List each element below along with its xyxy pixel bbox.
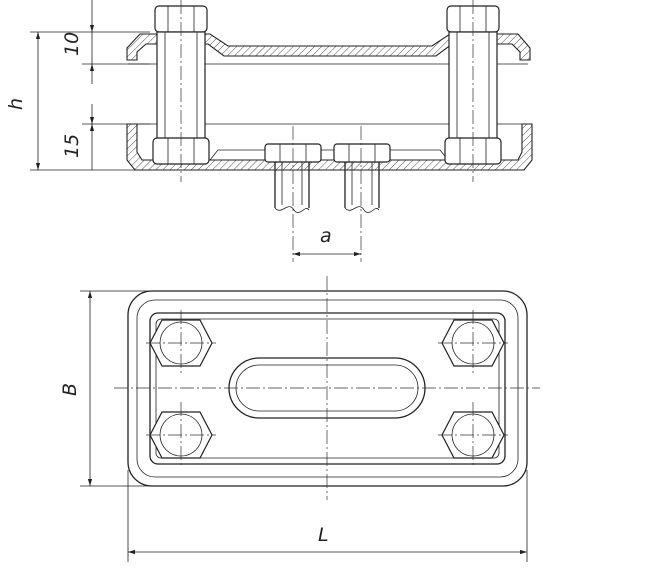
side-view: a h 10 15 (5, 0, 533, 262)
upper-plate (149, 312, 506, 465)
top-view: B L (59, 276, 540, 562)
dimension-h-label: h (5, 98, 27, 110)
outer-plate-inner-edge (136, 299, 519, 478)
dimension-L-label: L (318, 524, 329, 546)
dimension-10-label: 10 (61, 32, 83, 56)
dimension-a: a (293, 225, 361, 257)
left-bolt-section (152, 0, 210, 182)
bolt-head-top-left (146, 310, 216, 376)
left-stud (264, 126, 322, 262)
dimension-a-label: a (320, 225, 332, 247)
bolt-head-bottom-right (438, 402, 508, 468)
dimension-h: h (5, 31, 150, 171)
dimension-15-label: 15 (61, 134, 83, 158)
right-stud (333, 126, 391, 262)
bolt-head-bottom-left (146, 402, 216, 468)
dimension-10: 10 (61, 0, 150, 84)
dimension-B-label: B (59, 383, 81, 396)
dimension-L: L (127, 470, 528, 562)
bottom-plate-boss (209, 149, 449, 161)
outer-plate (127, 290, 528, 487)
dimension-B: B (59, 290, 150, 487)
right-bolt-section (444, 0, 502, 182)
bolt-head-top-right (438, 310, 508, 376)
upper-plate-inner-edge (155, 318, 500, 459)
top-plate-section (126, 33, 531, 61)
dimension-15: 15 (61, 104, 150, 170)
